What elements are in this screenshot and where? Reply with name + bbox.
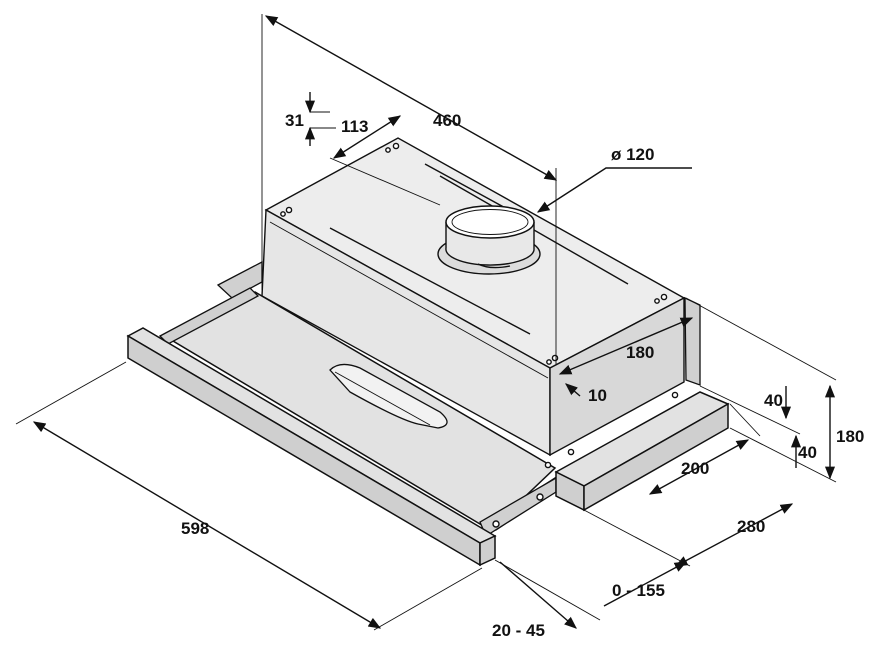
duct-collar (437, 205, 541, 275)
dim-200: 200 (681, 459, 709, 478)
dim-280: 280 (737, 517, 765, 536)
dim-10: 10 (588, 386, 607, 405)
dim-31: 31 (285, 111, 304, 130)
dim-180-depth: 180 (626, 343, 654, 362)
dimension-labels: 460 113 31 ø 120 180 10 40 40 180 200 28… (181, 111, 864, 640)
dim-40-bottom: 40 (798, 443, 817, 462)
dim-598: 598 (181, 519, 209, 538)
dim-0-155: 0 - 155 (612, 581, 665, 600)
dim-180-height: 180 (836, 427, 864, 446)
dim-20-45: 20 - 45 (492, 621, 545, 640)
dim-113: 113 (341, 117, 368, 136)
dimension-lines (15, 14, 837, 631)
dim-40-top: 40 (764, 391, 783, 410)
dim-460: 460 (433, 111, 461, 130)
dim-duct-diameter: ø 120 (611, 145, 654, 164)
